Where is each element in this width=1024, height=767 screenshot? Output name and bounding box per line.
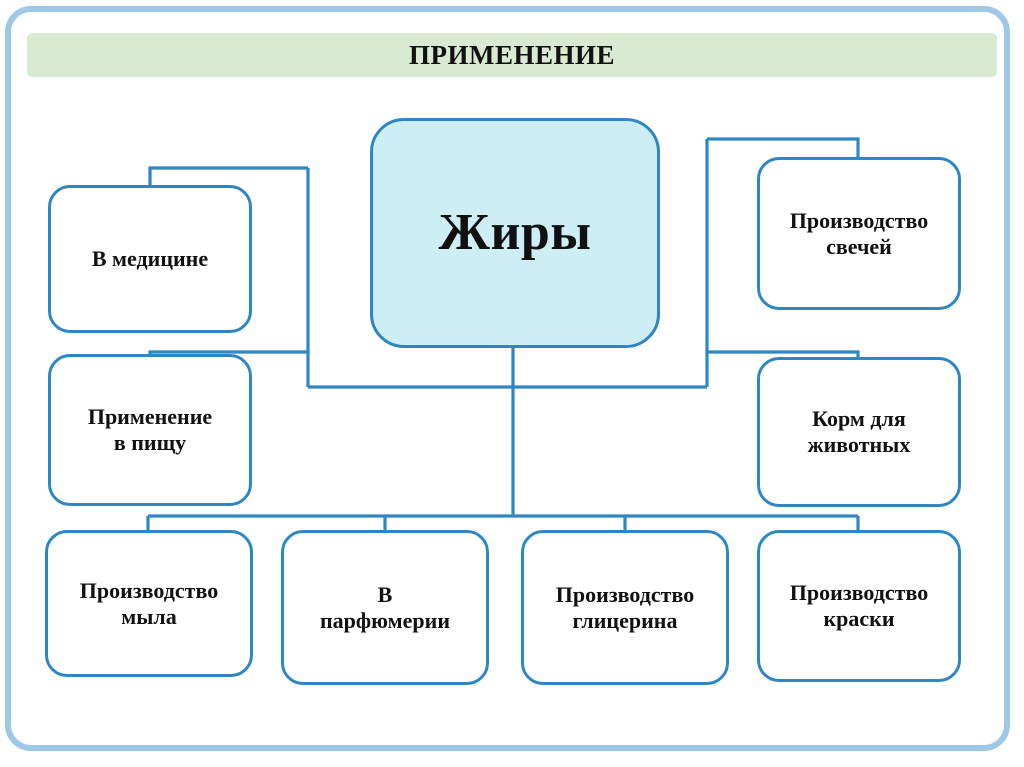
node-center-fats[interactable]: Жиры <box>370 118 660 348</box>
node-medicine-label: В медицине <box>91 246 209 272</box>
node-perfumery-label: В парфюмерии <box>320 581 450 633</box>
node-food-use[interactable]: Применение в пищу <box>48 354 252 506</box>
node-perfumery[interactable]: В парфюмерии <box>281 530 489 685</box>
node-animal-feed-label: Корм для животных <box>807 406 911 457</box>
node-glycerin-production[interactable]: Производство глицерина <box>521 530 729 685</box>
page-title: ПРИМЕНЕНИЕ <box>408 39 615 70</box>
title-banner: ПРИМЕНЕНИЕ <box>27 33 997 77</box>
node-medicine[interactable]: В медицине <box>48 185 252 333</box>
node-candle-production-label: Производство свечей <box>789 207 929 259</box>
node-animal-feed[interactable]: Корм для животных <box>757 357 961 507</box>
node-soap-production-label: Производство мыла <box>79 577 219 629</box>
node-soap-production[interactable]: Производство мыла <box>45 530 253 677</box>
node-food-use-label: Применение в пищу <box>87 404 213 455</box>
node-center-label: Жиры <box>438 203 592 261</box>
node-paint-production-label: Производство краски <box>789 580 929 631</box>
node-glycerin-production-label: Производство глицерина <box>555 581 695 633</box>
node-candle-production[interactable]: Производство свечей <box>757 157 961 310</box>
node-paint-production[interactable]: Производство краски <box>757 530 961 682</box>
